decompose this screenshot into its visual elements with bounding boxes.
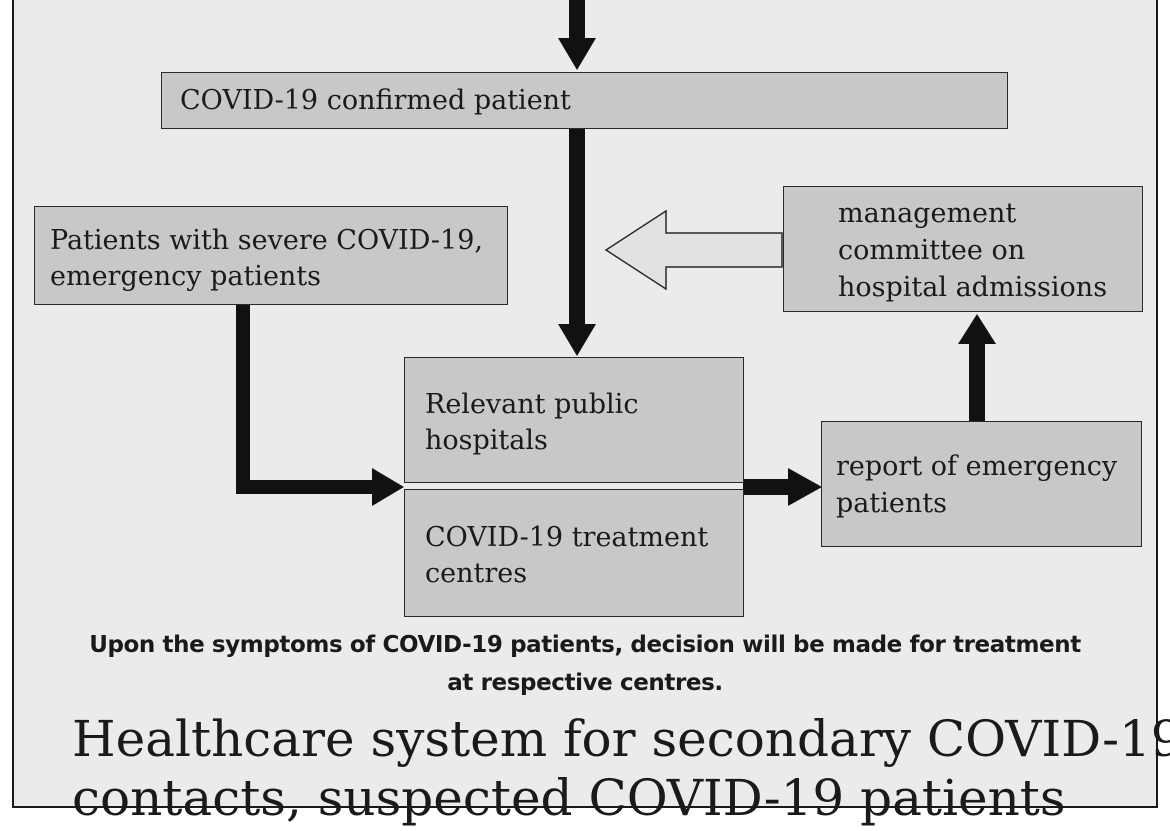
caption-line2: at respective centres.: [447, 670, 723, 696]
box-treatment-centres: COVID-19 treatment centres: [404, 489, 744, 617]
box-emergency-report: report of emergency patients: [821, 421, 1142, 547]
committee-line1: management: [838, 198, 1017, 229]
arrow-hospitals-to-report: [743, 468, 822, 506]
public-hospitals-line1: Relevant public: [425, 389, 639, 420]
box-management-committee: management committee on hospital admissi…: [783, 186, 1143, 312]
committee-line2: committee on: [838, 235, 1026, 266]
arrow-severe-to-hospitals: [236, 304, 404, 506]
headline-line1: Healthcare system for secondary COVID-19: [72, 710, 1170, 768]
box-public-hospitals: Relevant public hospitals: [404, 357, 744, 483]
treatment-centres-line2: centres: [425, 558, 528, 589]
confirmed-patient-label: COVID-19 confirmed patient: [180, 85, 571, 116]
caption-line1: Upon the symptoms of COVID-19 patients, …: [89, 632, 1081, 658]
box-severe-patients: Patients with severe COVID-19, emergency…: [34, 206, 508, 305]
box-confirmed-patient: COVID-19 confirmed patient: [161, 72, 1008, 129]
committee-line3: hospital admissions: [838, 272, 1108, 303]
arrow-top-to-confirmed: [558, 0, 596, 70]
flow-arrows: [236, 0, 996, 506]
report-line1: report of emergency: [836, 451, 1118, 482]
public-hospitals-line2: hospitals: [425, 425, 548, 456]
headline-line2: contacts, suspected COVID-19 patients: [72, 769, 1066, 827]
arrow-report-to-committee: [958, 314, 996, 422]
treatment-centres-line1: COVID-19 treatment: [425, 522, 709, 553]
severe-patients-line2: emergency patients: [50, 261, 322, 292]
arrow-confirmed-to-hospitals: [558, 128, 596, 356]
severe-patients-line1: Patients with severe COVID-19,: [50, 225, 483, 256]
hollow-arrow-committee-to-hospitals: [604, 209, 783, 291]
report-line2: patients: [836, 488, 947, 519]
